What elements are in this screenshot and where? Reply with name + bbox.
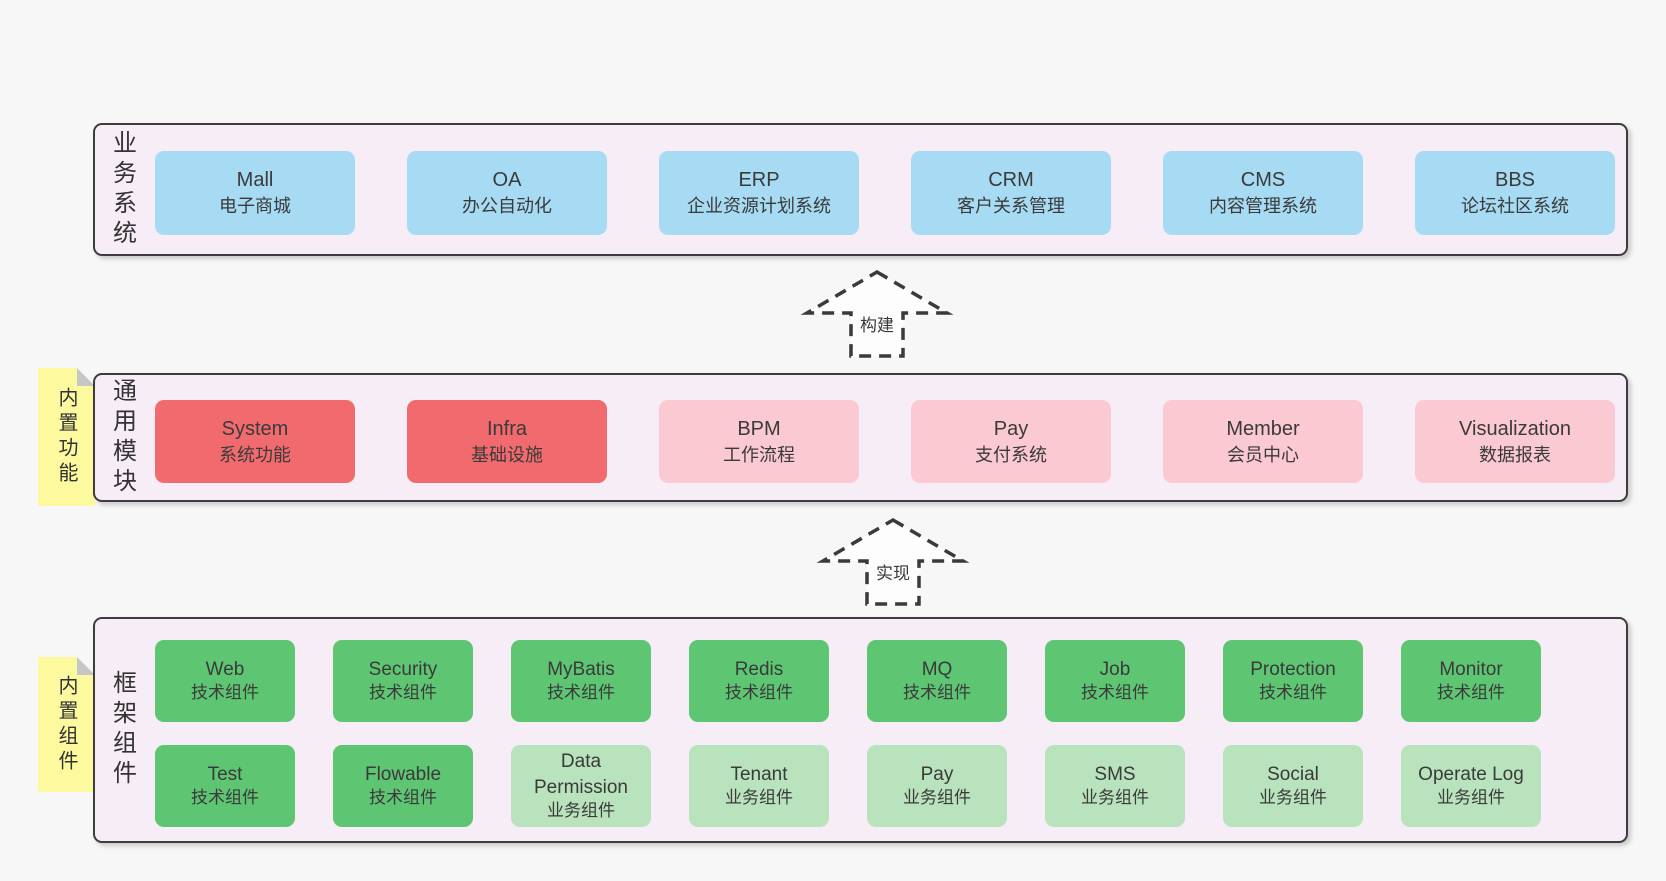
- box-flowable: Flowable 技术组件: [333, 745, 473, 827]
- arrow-up-implement: 实现: [813, 516, 973, 610]
- box-cms: CMS 内容管理系统: [1163, 151, 1363, 235]
- box-visualization: Visualization 数据报表: [1415, 400, 1615, 483]
- arrow-build-label: 构建: [857, 310, 897, 337]
- box-test: Test 技术组件: [155, 745, 295, 827]
- arrow-implement-label: 实现: [873, 558, 913, 585]
- sticky-tab-built-in-features: 内置功能: [38, 368, 95, 506]
- box-mall: Mall 电子商城: [155, 151, 355, 235]
- sticky-tab-built-in-components: 内置组件: [38, 657, 95, 792]
- box-tenant: Tenant 业务组件: [689, 745, 829, 827]
- box-mybatis: MyBatis 技术组件: [511, 640, 651, 722]
- box-crm: CRM 客户关系管理: [911, 151, 1111, 235]
- box-mq: MQ 技术组件: [867, 640, 1007, 722]
- layer-title-common-modules: 通用模块: [108, 377, 136, 498]
- box-member: Member 会员中心: [1163, 400, 1363, 483]
- box-social: Social 业务组件: [1223, 745, 1363, 827]
- box-oa: OA 办公自动化: [407, 151, 607, 235]
- box-operate-log: Operate Log 业务组件: [1401, 745, 1541, 827]
- sticky-tab-label: 内置组件: [55, 674, 77, 775]
- box-infra: Infra 基础设施: [407, 400, 607, 483]
- box-monitor: Monitor 技术组件: [1401, 640, 1541, 722]
- box-security: Security 技术组件: [333, 640, 473, 722]
- box-web: Web 技术组件: [155, 640, 295, 722]
- layer-business-systems: 业务系统 Mall 电子商城 OA 办公自动化 ERP 企业资源计划系统 CRM…: [93, 123, 1628, 256]
- box-job: Job 技术组件: [1045, 640, 1185, 722]
- box-system: System 系统功能: [155, 400, 355, 483]
- box-bbs: BBS 论坛社区系统: [1415, 151, 1615, 235]
- box-erp: ERP 企业资源计划系统: [659, 151, 859, 235]
- box-pay-system: Pay 支付系统: [911, 400, 1111, 483]
- sticky-tab-label: 内置功能: [55, 387, 77, 487]
- box-redis: Redis 技术组件: [689, 640, 829, 722]
- layer-common-modules: 通用模块 System 系统功能 Infra 基础设施 BPM 工作流程 Pay…: [93, 373, 1628, 502]
- box-pay-component: Pay 业务组件: [867, 745, 1007, 827]
- layer-title-framework-components: 框架组件: [108, 670, 136, 790]
- box-bpm: BPM 工作流程: [659, 400, 859, 483]
- box-sms: SMS 业务组件: [1045, 745, 1185, 827]
- layer-title-business-systems: 业务系统: [108, 129, 136, 250]
- arrow-up-build: 构建: [797, 268, 957, 362]
- box-protection: Protection 技术组件: [1223, 640, 1363, 722]
- layer-framework-components: 框架组件 Web 技术组件 Security 技术组件 MyBatis 技术组件…: [93, 617, 1628, 843]
- box-data-permission: Data Permission 业务组件: [511, 745, 651, 827]
